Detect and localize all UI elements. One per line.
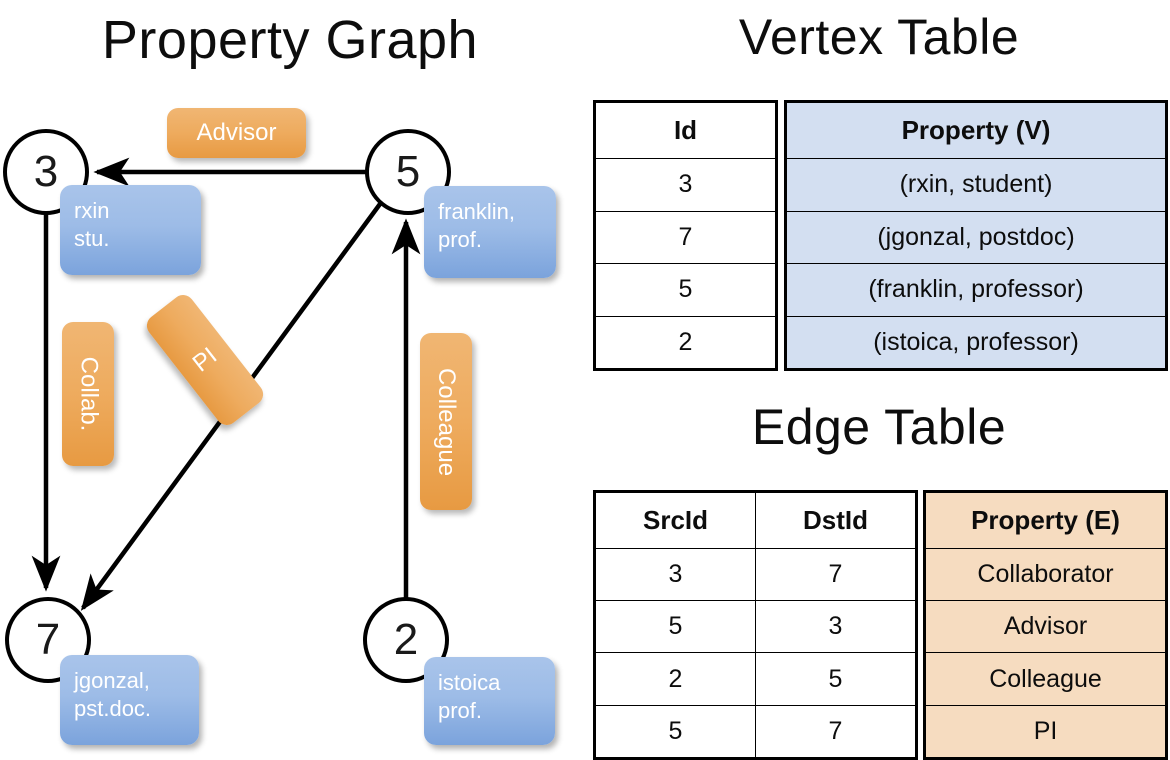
table-row[interactable]: (istoica, professor) [786,315,1166,369]
edge-table-header-dstid: DstId [755,492,916,549]
vertex-table-header-property: Property (V) [786,102,1166,159]
graph-node-7-label: 7 [35,615,61,664]
edge-property-cell: Colleague [925,652,1166,706]
node-property-box-rxin[interactable]: rxin stu. [60,185,201,275]
table-row[interactable]: 7 [595,210,776,264]
node-property-line-1: jgonzal, [74,668,150,693]
node-property-line-2: pst.doc. [74,696,152,721]
table-header-row: SrcId DstId [595,492,916,549]
node-property-line-2: prof. [438,698,483,723]
table-row[interactable]: (rxin, student) [786,158,1166,212]
edge-property-cell: PI [925,704,1166,759]
section-title-vertex-table: Vertex Table [738,9,1020,65]
vertex-table-id-column: Id 3 7 5 2 [593,100,778,371]
edge-dstid-cell: 7 [755,547,916,602]
vertex-id-cell: 7 [595,210,776,264]
edge-label-collab-text: Collab. [75,356,102,432]
vertex-table-property-column: Property (V) (rxin, student) (jgonzal, p… [784,100,1168,371]
vertex-property-cell: (istoica, professor) [786,315,1166,369]
graph-node-3-label: 3 [33,147,59,196]
table-header-row: Id [595,102,776,159]
node-property-line-1: franklin, [438,199,516,224]
edge-table-header-srcid: SrcId [595,492,756,549]
vertex-property-cell: (franklin, professor) [786,263,1166,317]
table-header-row: Property (V) [786,102,1166,159]
table-row[interactable]: (jgonzal, postdoc) [786,210,1166,264]
edge-dstid-cell: 7 [755,704,916,759]
table-row[interactable]: 5 3 [595,600,916,654]
edge-label-pi-text: PI [187,341,222,378]
edge-property-cell: Advisor [925,600,1166,654]
edge-label-colleague[interactable]: Colleague [420,333,472,510]
edge-srcid-cell: 5 [595,704,756,759]
edge-label-colleague-text: Colleague [433,367,460,476]
edge-srcid-cell: 5 [595,600,756,654]
table-row[interactable]: 5 7 [595,704,916,759]
node-property-line-2: prof. [438,227,483,252]
edge-label-collab[interactable]: Collab. [62,322,114,466]
edge-table-header-property: Property (E) [925,492,1166,549]
edge-srcid-cell: 3 [595,547,756,602]
graph-node-5-label: 5 [395,147,421,196]
property-graph-diagram: 3 5 7 2 rxin stu. franklin, prof. jgonza… [3,108,556,745]
graph-node-5[interactable]: 5 [365,129,451,215]
table-row[interactable]: 5 [595,263,776,317]
vertex-id-cell: 2 [595,315,776,369]
node-property-box-istoica[interactable]: istoica prof. [424,657,555,745]
table-row[interactable]: 3 7 [595,547,916,602]
table-row[interactable]: PI [925,704,1166,759]
edge-table-property-column: Property (E) Collaborator Advisor Collea… [923,490,1168,760]
node-property-line-1: istoica [438,670,501,695]
graph-node-2[interactable]: 2 [363,597,449,683]
edge-dstid-cell: 3 [755,600,916,654]
table-row[interactable]: Collaborator [925,547,1166,602]
table-row[interactable]: 2 [595,315,776,369]
page-title-property-graph: Property Graph [101,10,479,70]
section-title-edge-table: Edge Table [751,399,1007,455]
vertex-property-cell: (jgonzal, postdoc) [786,210,1166,264]
vertex-id-cell: 3 [595,158,776,212]
table-row[interactable]: Advisor [925,600,1166,654]
edge-label-advisor[interactable]: Advisor [167,108,306,158]
table-row[interactable]: 2 5 [595,652,916,706]
node-property-line-1: rxin [74,198,110,223]
edge-dstid-cell: 5 [755,652,916,706]
table-row[interactable]: (franklin, professor) [786,263,1166,317]
table-header-row: Property (E) [925,492,1166,549]
edge-table-id-columns: SrcId DstId 3 7 5 3 2 5 5 7 [593,490,918,760]
table-row[interactable]: Colleague [925,652,1166,706]
table-row[interactable]: 3 [595,158,776,212]
edge-label-advisor-text: Advisor [196,119,277,146]
vertex-table-header-id: Id [595,102,776,159]
node-property-box-franklin[interactable]: franklin, prof. [424,186,556,278]
edge-srcid-cell: 2 [595,652,756,706]
node-property-line-2: stu. [74,226,110,251]
graph-node-2-label: 2 [393,615,419,664]
vertex-property-cell: (rxin, student) [786,158,1166,212]
node-property-box-jgonzal[interactable]: jgonzal, pst.doc. [60,655,199,745]
edge-property-cell: Collaborator [925,547,1166,602]
vertex-id-cell: 5 [595,263,776,317]
